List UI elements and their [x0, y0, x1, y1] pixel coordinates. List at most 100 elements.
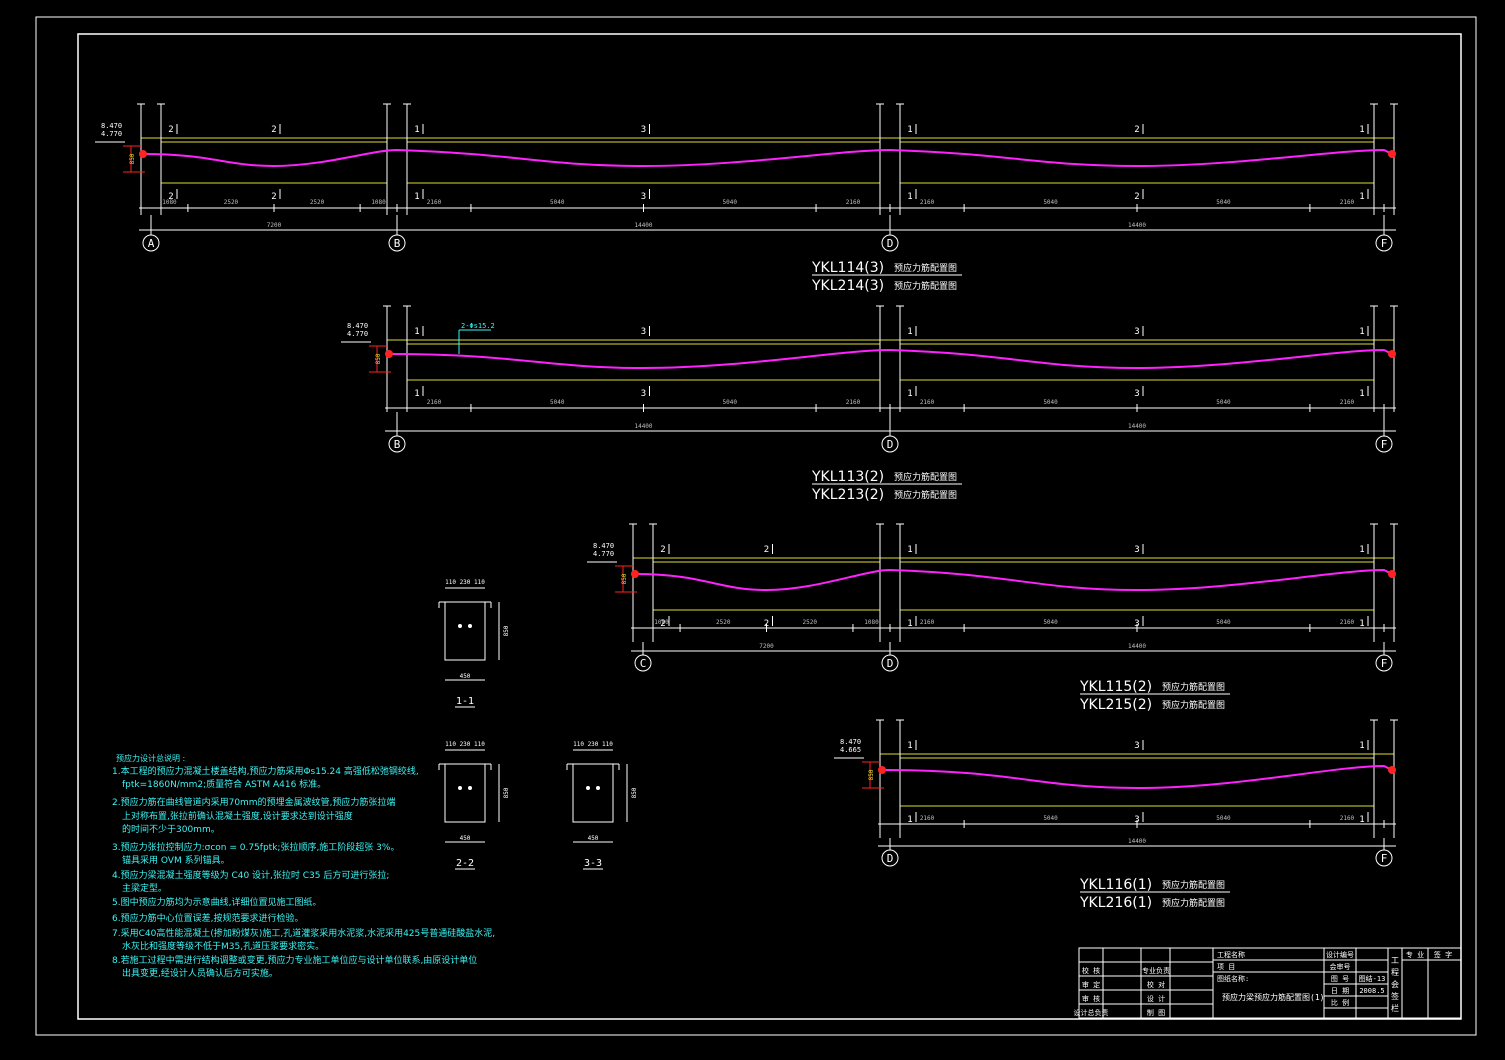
section-label: 3-3	[584, 858, 602, 869]
section-mark-bottom: 1	[1359, 389, 1364, 399]
segment-dimension-label: 5040	[723, 199, 738, 206]
prestress-tendon-curve	[881, 764, 1393, 790]
elevation-top: 8.470	[593, 542, 614, 550]
axis-label-b: B	[394, 438, 401, 451]
section-mark-top: 2	[168, 125, 173, 135]
note-line: 1.本工程的预应力混凝土楼盖结构,预应力筋采用Φs15.24 高强低松弛钢绞线,	[112, 767, 419, 777]
section-mark-bottom: 2	[660, 619, 665, 629]
section-mark-bottom: 3	[641, 192, 646, 202]
segment-dimension-label: 2160	[1340, 399, 1355, 406]
beam-title-1: YKL116(1)	[1079, 877, 1152, 893]
segment-dimension-label: 2160	[846, 399, 861, 406]
note-line: 5.图中预应力筋均为示意曲线,详细位置见施工图纸。	[112, 898, 322, 908]
elevation-bottom: 4.665	[840, 746, 861, 754]
section-mark-bottom: 3	[641, 389, 646, 399]
axis-bubble	[634, 654, 652, 672]
section-mark-bottom: 2	[1134, 192, 1139, 202]
section-mark-top: 2	[1134, 125, 1139, 135]
beam-title-2: YKL213(2)	[811, 487, 884, 503]
section-mark-bottom: 2	[168, 192, 173, 202]
axis-label-f: F	[1381, 657, 1388, 670]
section-mark-bottom: 3	[1134, 619, 1139, 629]
section-mark-top: 1	[1359, 545, 1364, 555]
note-line: 8.若施工过程中需进行结构调整或变更,预应力专业施工单位应与设计单位联系,由原设…	[112, 956, 478, 966]
section-top-dims: 110 230 110	[445, 741, 485, 748]
section-mark-top: 1	[907, 741, 912, 751]
elevation-top: 8.470	[840, 738, 861, 746]
section-label: 1-1	[456, 696, 474, 707]
note-line: fptk=1860N/mm2;质量符合 ASTM A416 标准。	[122, 780, 327, 790]
beam-title-2-suffix: 预应力筋配置图	[894, 489, 957, 501]
section-mark-top: 1	[414, 327, 419, 337]
section-width-label: 450	[460, 835, 471, 842]
axis-label-d: D	[887, 852, 894, 865]
axis-bubble	[388, 234, 406, 252]
beam-title-1-suffix: 预应力筋配置图	[1162, 681, 1225, 693]
beam-title-2: YKL214(3)	[811, 278, 884, 294]
segment-dimension-label: 5040	[1216, 815, 1231, 822]
anchor-dot	[1388, 150, 1396, 158]
axis-label-f: F	[1381, 237, 1388, 250]
segment-dimension-label: 5040	[550, 399, 565, 406]
section-mark-bottom: 1	[1359, 619, 1364, 629]
beam-title-2: YKL216(1)	[1079, 895, 1152, 911]
title-block-frame	[1078, 947, 1462, 1019]
note-line: 上对称布置,张拉前确认混凝土强度,设计要求达到设计强度	[122, 812, 353, 822]
axis-label-c: C	[640, 657, 647, 670]
title-block-label: 图 号	[1331, 975, 1349, 983]
section-mark-top: 1	[414, 125, 419, 135]
section-mark-top: 3	[641, 327, 646, 337]
title-block-label: 设 计	[1147, 994, 1165, 1003]
section-height-label: 850	[503, 787, 510, 798]
section-web	[444, 763, 486, 823]
anchor-dot	[385, 350, 393, 358]
elevation-bottom: 4.770	[593, 550, 614, 558]
axis-label-f: F	[1381, 438, 1388, 451]
tendon-dot	[586, 786, 590, 790]
axis-bubble	[881, 234, 899, 252]
beam-title-1-suffix: 预应力筋配置图	[894, 471, 957, 483]
title-block-value: 2008.5	[1359, 987, 1384, 995]
segment-dimension-label: 1080	[864, 619, 879, 626]
elevation-bottom: 4.770	[347, 330, 368, 338]
title-block-label: 专 业	[1406, 950, 1424, 959]
section-mark-top: 2	[271, 125, 276, 135]
stamp-char: 栏	[1391, 1003, 1399, 1013]
section-mark-bottom: 2	[271, 192, 276, 202]
tendon-dot	[596, 786, 600, 790]
segment-dimension-label: 5040	[1216, 399, 1231, 406]
segment-dimension-label: 5040	[550, 199, 565, 206]
beam-title-2-suffix: 预应力筋配置图	[894, 280, 957, 292]
section-mark-bottom: 2	[764, 619, 769, 629]
section-mark-bottom: 3	[1134, 389, 1139, 399]
axis-label-f: F	[1381, 852, 1388, 865]
axis-bubble	[881, 654, 899, 672]
note-line: 7.采用C40高性能混凝土(掺加粉煤灰)施工,孔道灌浆采用水泥浆,水泥采用425…	[112, 929, 496, 939]
section-mark-bottom: 1	[907, 619, 912, 629]
note-line: 4.预应力梁混凝土强度等级为 C40 设计,张拉时 C35 后方可进行张拉;	[112, 871, 390, 881]
span-dimension-label: 14400	[1128, 222, 1146, 229]
title-block-label: 日 期	[1331, 987, 1349, 995]
segment-dimension-label: 1080	[162, 199, 177, 206]
segment-dimension-label: 2160	[427, 399, 442, 406]
segment-dimension-label: 2160	[1340, 199, 1355, 206]
axis-bubble	[1375, 234, 1393, 252]
anchor-dot	[631, 570, 639, 578]
segment-dimension-label: 2520	[224, 199, 239, 206]
anchor-dot	[878, 766, 886, 774]
note-line: 出具变更,经设计人员确认后方可实施。	[122, 969, 278, 979]
title-block-label: 工程名称	[1217, 950, 1245, 959]
note-line: 主梁定型。	[122, 884, 168, 894]
title-block-label: 校 核	[1082, 966, 1100, 975]
section-mark-top: 1	[1359, 327, 1364, 337]
rebar-callout: 2-Φs15.2	[461, 322, 495, 330]
section-mark-bottom: 3	[1134, 815, 1139, 825]
note-line: 2.预应力筋在曲线管道内采用70mm的预埋金属波纹管,预应力筋张拉端	[112, 798, 396, 808]
segment-dimension-label: 2160	[1340, 815, 1355, 822]
beam-title-1-suffix: 预应力筋配置图	[1162, 879, 1225, 891]
title-block-label: 审 定	[1082, 980, 1100, 989]
tendon-dot	[468, 624, 472, 628]
